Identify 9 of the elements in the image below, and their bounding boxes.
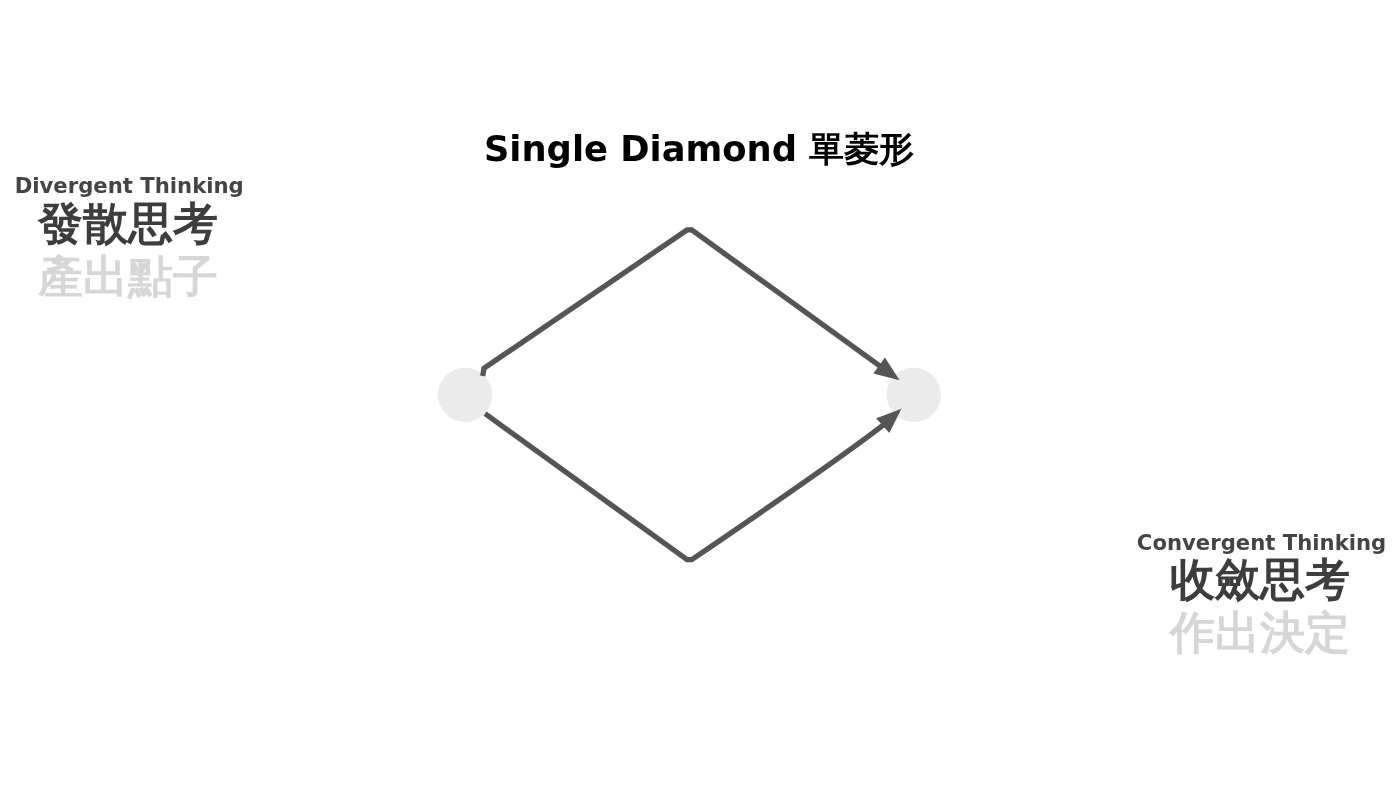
label: 收斂思考 [1170, 553, 1351, 607]
label: Divergent Thinking [14, 172, 244, 198]
diagram-title: Single Diamond 單菱形 [483, 127, 915, 169]
arrow [480, 227, 900, 381]
node-circle [886, 367, 941, 422]
node-circle [438, 367, 493, 422]
label: 發散思考 [37, 196, 218, 250]
label: Convergent Thinking [1136, 529, 1387, 555]
arrow [483, 408, 902, 563]
